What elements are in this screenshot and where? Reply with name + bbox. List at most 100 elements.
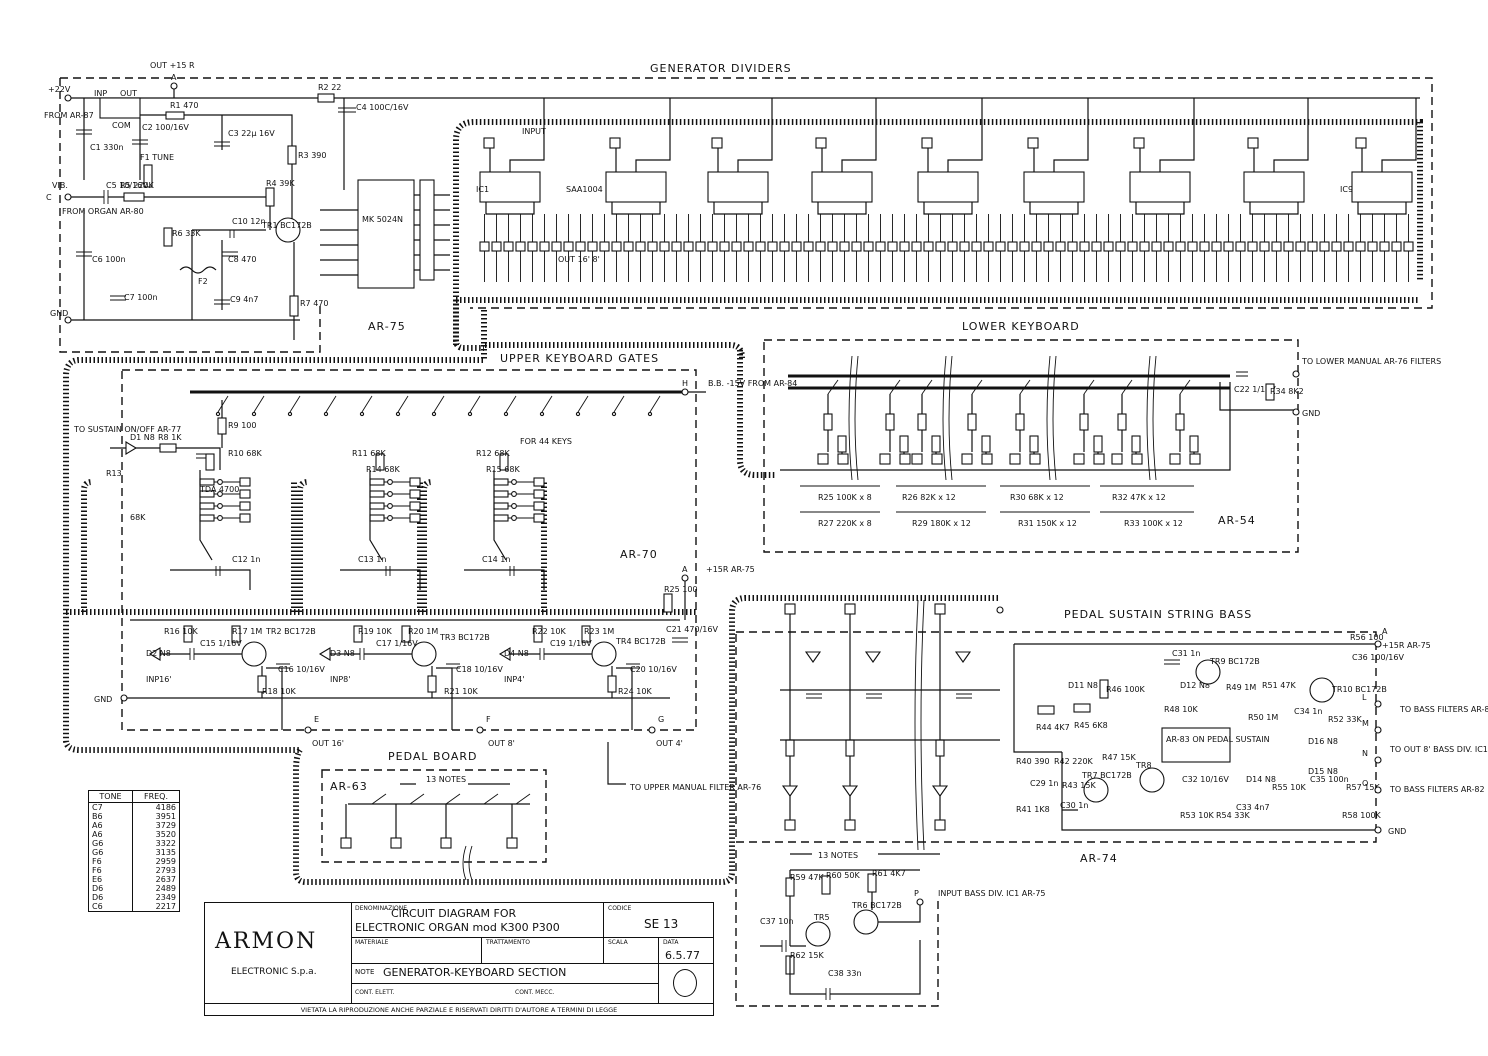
bass-gate-diode-bottom	[841, 785, 859, 797]
divider-output-tab	[551, 241, 562, 252]
divider-ic-supply	[1381, 98, 1417, 172]
marker-h: H	[682, 379, 688, 388]
resistor-r25	[663, 593, 673, 613]
divider-ic-pins	[611, 202, 661, 215]
divider-output-tab	[1043, 241, 1054, 252]
divider-output-tab	[995, 241, 1006, 252]
label-c9: C9 4n7	[230, 295, 258, 304]
divider-output-tab	[1127, 241, 1138, 252]
tda-input-resistor	[493, 478, 509, 486]
label-f1: F1 TUNE	[140, 153, 174, 162]
upper-key-switch	[613, 395, 625, 413]
divider-output-tab	[1307, 241, 1318, 252]
freq-table-tone: B6	[88, 812, 134, 821]
divider-output-tab	[1403, 241, 1414, 252]
resistor-r2	[317, 93, 335, 103]
freq-table-freq: 2793	[132, 866, 180, 875]
label-c15: C15 1/16V	[200, 639, 242, 648]
divider-output-tab	[1091, 241, 1102, 252]
label-d4: D4 N8	[504, 649, 529, 658]
upper-key-switch	[649, 395, 661, 413]
label-r44: R44 4K7	[1036, 723, 1070, 732]
bass-gate-output-tab	[784, 819, 796, 831]
tda4700-groups	[81, 453, 547, 612]
upper-key-switch	[541, 395, 553, 413]
label-r46: R46 100K	[1106, 685, 1146, 694]
freq-table-tone: G6	[88, 839, 134, 848]
tda-key-tab	[533, 501, 545, 511]
label-r60: R60 50K	[826, 871, 860, 880]
divider-output-tab	[1343, 241, 1354, 252]
divider-output-tab	[1247, 241, 1258, 252]
tda-pullup-resistor	[499, 453, 509, 471]
label-c14: C14 1n	[482, 555, 510, 564]
lower-key-contacts	[780, 355, 1231, 513]
divider-output-tab	[839, 241, 850, 252]
lower-key-resistor-b	[899, 435, 909, 453]
divider-output-tab	[767, 241, 778, 252]
label-r21: R21 10K	[444, 687, 478, 696]
freq-table-tone: C6	[88, 902, 134, 912]
label-c21: C21 470/16V	[666, 625, 718, 634]
label-c5: C5 10/16V	[106, 181, 148, 190]
divider-output-tab	[1235, 241, 1246, 252]
label-r53: R53 10K	[1180, 811, 1214, 820]
label-c20: C20 10/16V	[630, 665, 677, 674]
divider-ic	[1243, 171, 1305, 203]
freq-table-freq: 3729	[132, 821, 180, 830]
pedal-key-switch	[515, 793, 531, 805]
lower-key-break	[1146, 355, 1157, 481]
lower-key-tab	[1073, 453, 1085, 465]
label-r14: R14 68K	[366, 465, 400, 474]
pedal-key-switch	[483, 793, 499, 805]
label-c30: C30 1n	[1060, 801, 1088, 810]
freq-table-freq: 3520	[132, 830, 180, 839]
divider-ic	[479, 171, 541, 203]
label-r24: R24 10K	[618, 687, 652, 696]
tda-key-tab	[409, 501, 421, 511]
divider-output-tab	[719, 241, 730, 252]
divider-output-tab	[779, 241, 790, 252]
stamp-cell	[658, 963, 714, 1003]
label-tda4700: TDA 4700	[199, 485, 239, 494]
codice-label: CODICE	[608, 905, 632, 912]
bass-gate-break	[914, 599, 925, 851]
label-inp4: INP4'	[504, 675, 524, 684]
divider-output-tab	[575, 241, 586, 252]
marker-f: F	[486, 715, 491, 724]
codice-cell: CODICE SE 13	[603, 903, 714, 938]
tda-key-tab	[239, 477, 251, 487]
label-r48: R48 10K	[1164, 705, 1198, 714]
label-c1: C1 330n	[90, 143, 124, 152]
lower-key-resistor-b	[931, 435, 941, 453]
upper-key-contact	[611, 411, 617, 417]
divider-output-tab	[1199, 241, 1210, 252]
trattamento-label: TRATTAMENTO	[486, 939, 530, 946]
lower-key-resistor-a	[1117, 413, 1127, 431]
divider-output-tab	[563, 241, 574, 252]
pedal-key-switch	[445, 793, 461, 805]
label-inp: INP	[94, 89, 107, 98]
gate-coupling-cap	[539, 648, 545, 660]
label-13-notes-pedal: 13 NOTES	[426, 775, 466, 784]
divider-input-tab	[921, 137, 933, 149]
label-r25: R25 100	[664, 585, 698, 594]
label-d1: D1 N8	[130, 433, 155, 442]
scala-cell: SCALA	[603, 937, 659, 964]
lower-key-resistor-b	[1029, 435, 1039, 453]
freq-table-freq: 2217	[132, 902, 180, 912]
resistor-r7	[289, 295, 299, 317]
pedal-break	[462, 845, 473, 881]
tda-input-node	[217, 503, 223, 509]
tda-key-tab	[409, 477, 421, 487]
divider-output-tab	[1331, 241, 1342, 252]
marker-g: G	[658, 715, 664, 724]
terminal-m	[1374, 726, 1382, 734]
divider-output-tab	[1367, 241, 1378, 252]
label-c33: C33 4n7	[1236, 803, 1270, 812]
lower-key-tab	[1009, 453, 1021, 465]
terminal-22v	[64, 94, 72, 102]
marker-n: N	[1362, 749, 1368, 758]
